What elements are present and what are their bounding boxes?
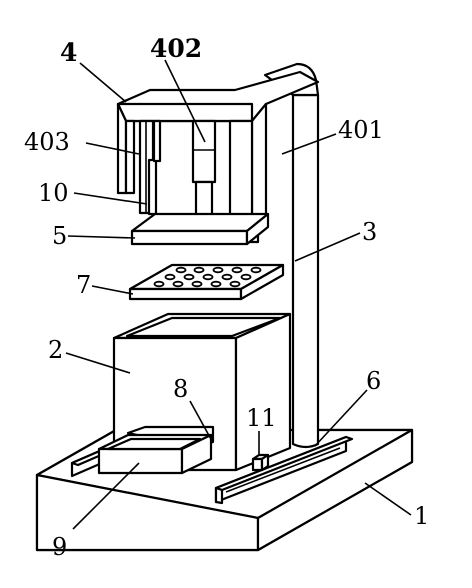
label-10: 10 <box>38 179 69 207</box>
press-plate <box>130 212 270 246</box>
label-7: 7 <box>76 271 91 299</box>
slide-rail <box>214 435 354 505</box>
perforated-plate <box>128 263 285 301</box>
top-arm <box>116 70 320 224</box>
label-5: 5 <box>52 222 67 250</box>
label-8: 8 <box>173 375 188 403</box>
plate-holes <box>153 266 262 288</box>
switch-block <box>251 453 270 472</box>
label-6: 6 <box>366 367 381 395</box>
label-9: 9 <box>52 533 67 561</box>
label-4: 4 <box>60 38 77 67</box>
label-11: 11 <box>246 404 277 432</box>
labels: 4 402 401 403 10 5 3 7 2 8 11 6 1 9 <box>24 34 429 561</box>
label-403: 403 <box>24 128 70 156</box>
leader-lines <box>65 59 412 530</box>
drawer <box>97 433 213 475</box>
label-2: 2 <box>48 336 63 364</box>
label-402: 402 <box>150 34 202 63</box>
label-401: 401 <box>338 116 384 144</box>
label-1: 1 <box>414 502 429 530</box>
guide-rods <box>138 119 162 216</box>
label-3: 3 <box>362 218 377 246</box>
